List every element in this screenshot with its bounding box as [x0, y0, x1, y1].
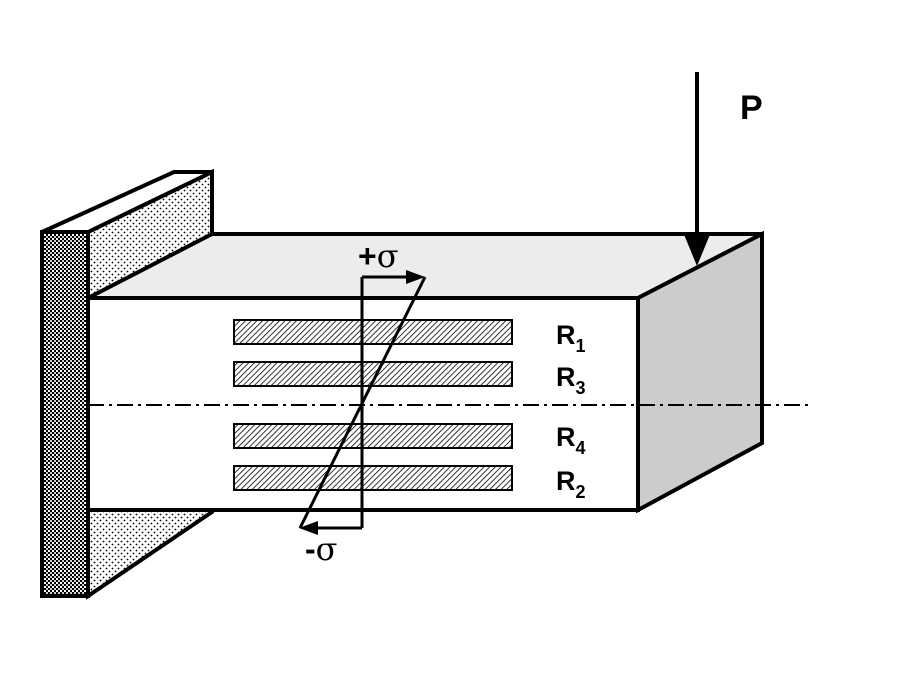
- strain-gauges: [233, 319, 513, 491]
- stress-profile-line: [298, 276, 427, 529]
- wall-front-face: [40, 230, 90, 598]
- positive-stress-label: +σ: [358, 237, 399, 275]
- stress-distribution: [298, 270, 427, 535]
- load-arrowhead: [683, 232, 711, 266]
- gauge-label-r2: R2: [556, 466, 586, 502]
- positive-stress-arrowhead: [406, 270, 425, 284]
- gauge-r2: [233, 465, 513, 491]
- gauge-r4: [233, 423, 513, 449]
- negative-stress-label: -σ: [305, 530, 338, 568]
- negative-stress-arrowhead: [299, 521, 318, 535]
- gauge-label-r3: R3: [556, 362, 586, 398]
- load-arrow: [683, 72, 711, 266]
- force-label: P: [740, 89, 763, 127]
- gauge-label-r1: R1: [556, 320, 586, 356]
- gauge-r1: [233, 319, 513, 345]
- gauge-label-r4: R4: [556, 422, 586, 458]
